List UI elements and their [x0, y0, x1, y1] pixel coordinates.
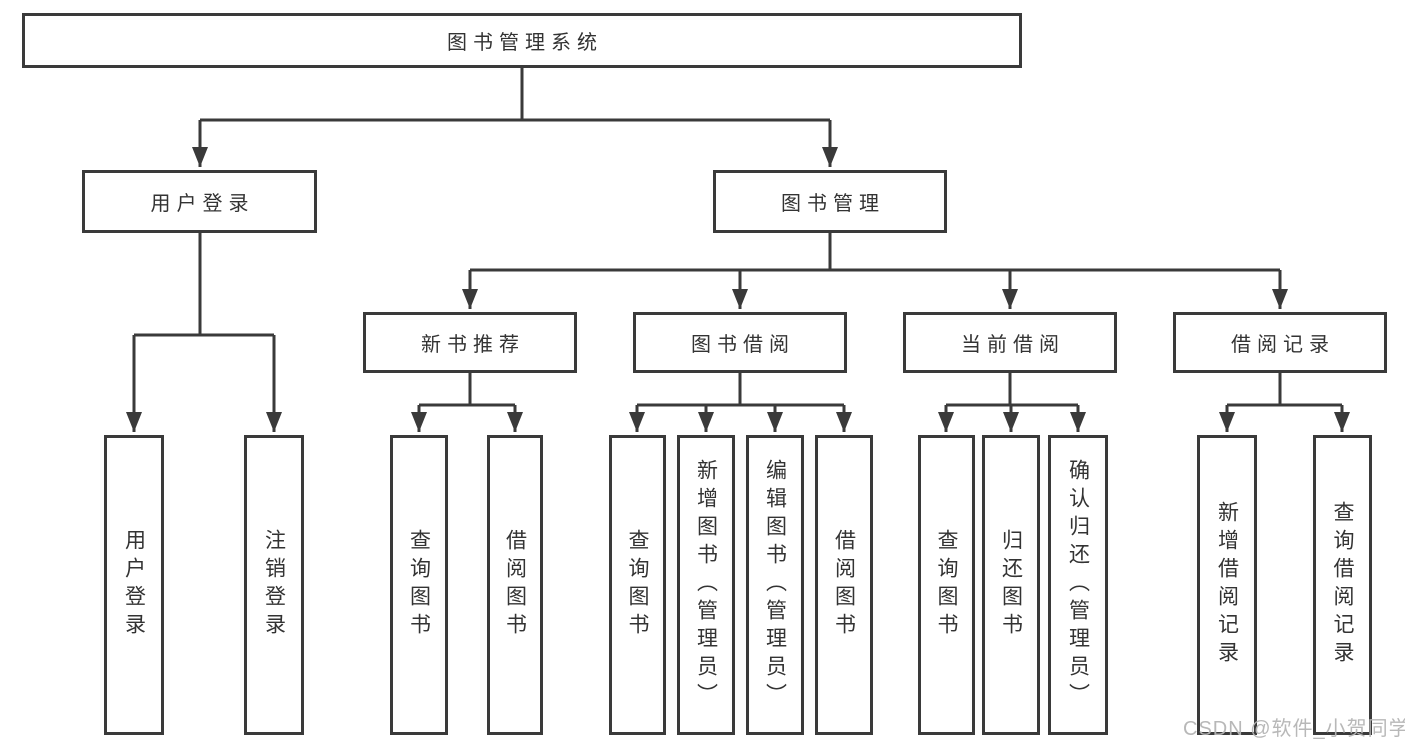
- node-label: 注销登录: [262, 529, 286, 641]
- node-label: 图书管理系统: [447, 32, 603, 54]
- node-label: 查询图书: [407, 529, 431, 641]
- node-label: 确认归还（管理员）: [1066, 459, 1090, 711]
- connector-paths: [126, 68, 1350, 432]
- node-label: 编辑图书（管理员）: [763, 459, 787, 711]
- node-label: 查询图书: [935, 529, 958, 641]
- node-label: 借阅记录: [1231, 334, 1335, 356]
- leaf-add-borrow-record: 新增借阅记录: [1197, 435, 1257, 735]
- node-label: 查询图书: [626, 529, 649, 641]
- node-book-management: 图书管理: [713, 170, 947, 233]
- leaf-user-login: 用户登录: [104, 435, 164, 735]
- node-label: 借阅图书: [832, 529, 856, 641]
- node-label: 用户登录: [122, 529, 146, 641]
- leaf-query-books-current: 查询图书: [918, 435, 975, 735]
- leaf-confirm-return-admin: 确认归还（管理员）: [1048, 435, 1108, 735]
- leaf-borrow-books: 借阅图书: [815, 435, 873, 735]
- leaf-add-book-admin: 新增图书（管理员）: [677, 435, 735, 735]
- csdn-watermark: CSDN @软件_小贺同学: [1183, 718, 1405, 740]
- leaf-return-books: 归还图书: [982, 435, 1040, 735]
- leaf-logout: 注销登录: [244, 435, 304, 735]
- node-label: 用户登录: [150, 193, 255, 215]
- node-book-borrowing: 图书借阅: [633, 312, 847, 373]
- leaf-borrow-books-recommend: 借阅图书: [487, 435, 543, 735]
- node-label: 当前借阅: [961, 334, 1065, 356]
- leaf-query-borrow-record: 查询借阅记录: [1313, 435, 1372, 735]
- leaf-edit-book-admin: 编辑图书（管理员）: [746, 435, 804, 735]
- leaf-query-books-recommend: 查询图书: [390, 435, 448, 735]
- node-new-book-recommendation: 新书推荐: [363, 312, 577, 373]
- node-library-management-system: 图书管理系统: [22, 13, 1022, 68]
- node-label: 新书推荐: [421, 334, 525, 356]
- node-label: 查询借阅记录: [1331, 501, 1354, 669]
- node-label: 图书借阅: [691, 334, 795, 356]
- node-label: 归还图书: [999, 529, 1023, 641]
- leaf-query-books-borrow: 查询图书: [609, 435, 666, 735]
- node-label: 新增借阅记录: [1215, 501, 1239, 669]
- node-label: 新增图书（管理员）: [694, 459, 718, 711]
- node-current-borrowing: 当前借阅: [903, 312, 1117, 373]
- node-label: 借阅图书: [503, 529, 527, 641]
- node-label: 图书管理: [781, 193, 885, 215]
- node-borrowing-records: 借阅记录: [1173, 312, 1387, 373]
- node-user-login: 用户登录: [82, 170, 317, 233]
